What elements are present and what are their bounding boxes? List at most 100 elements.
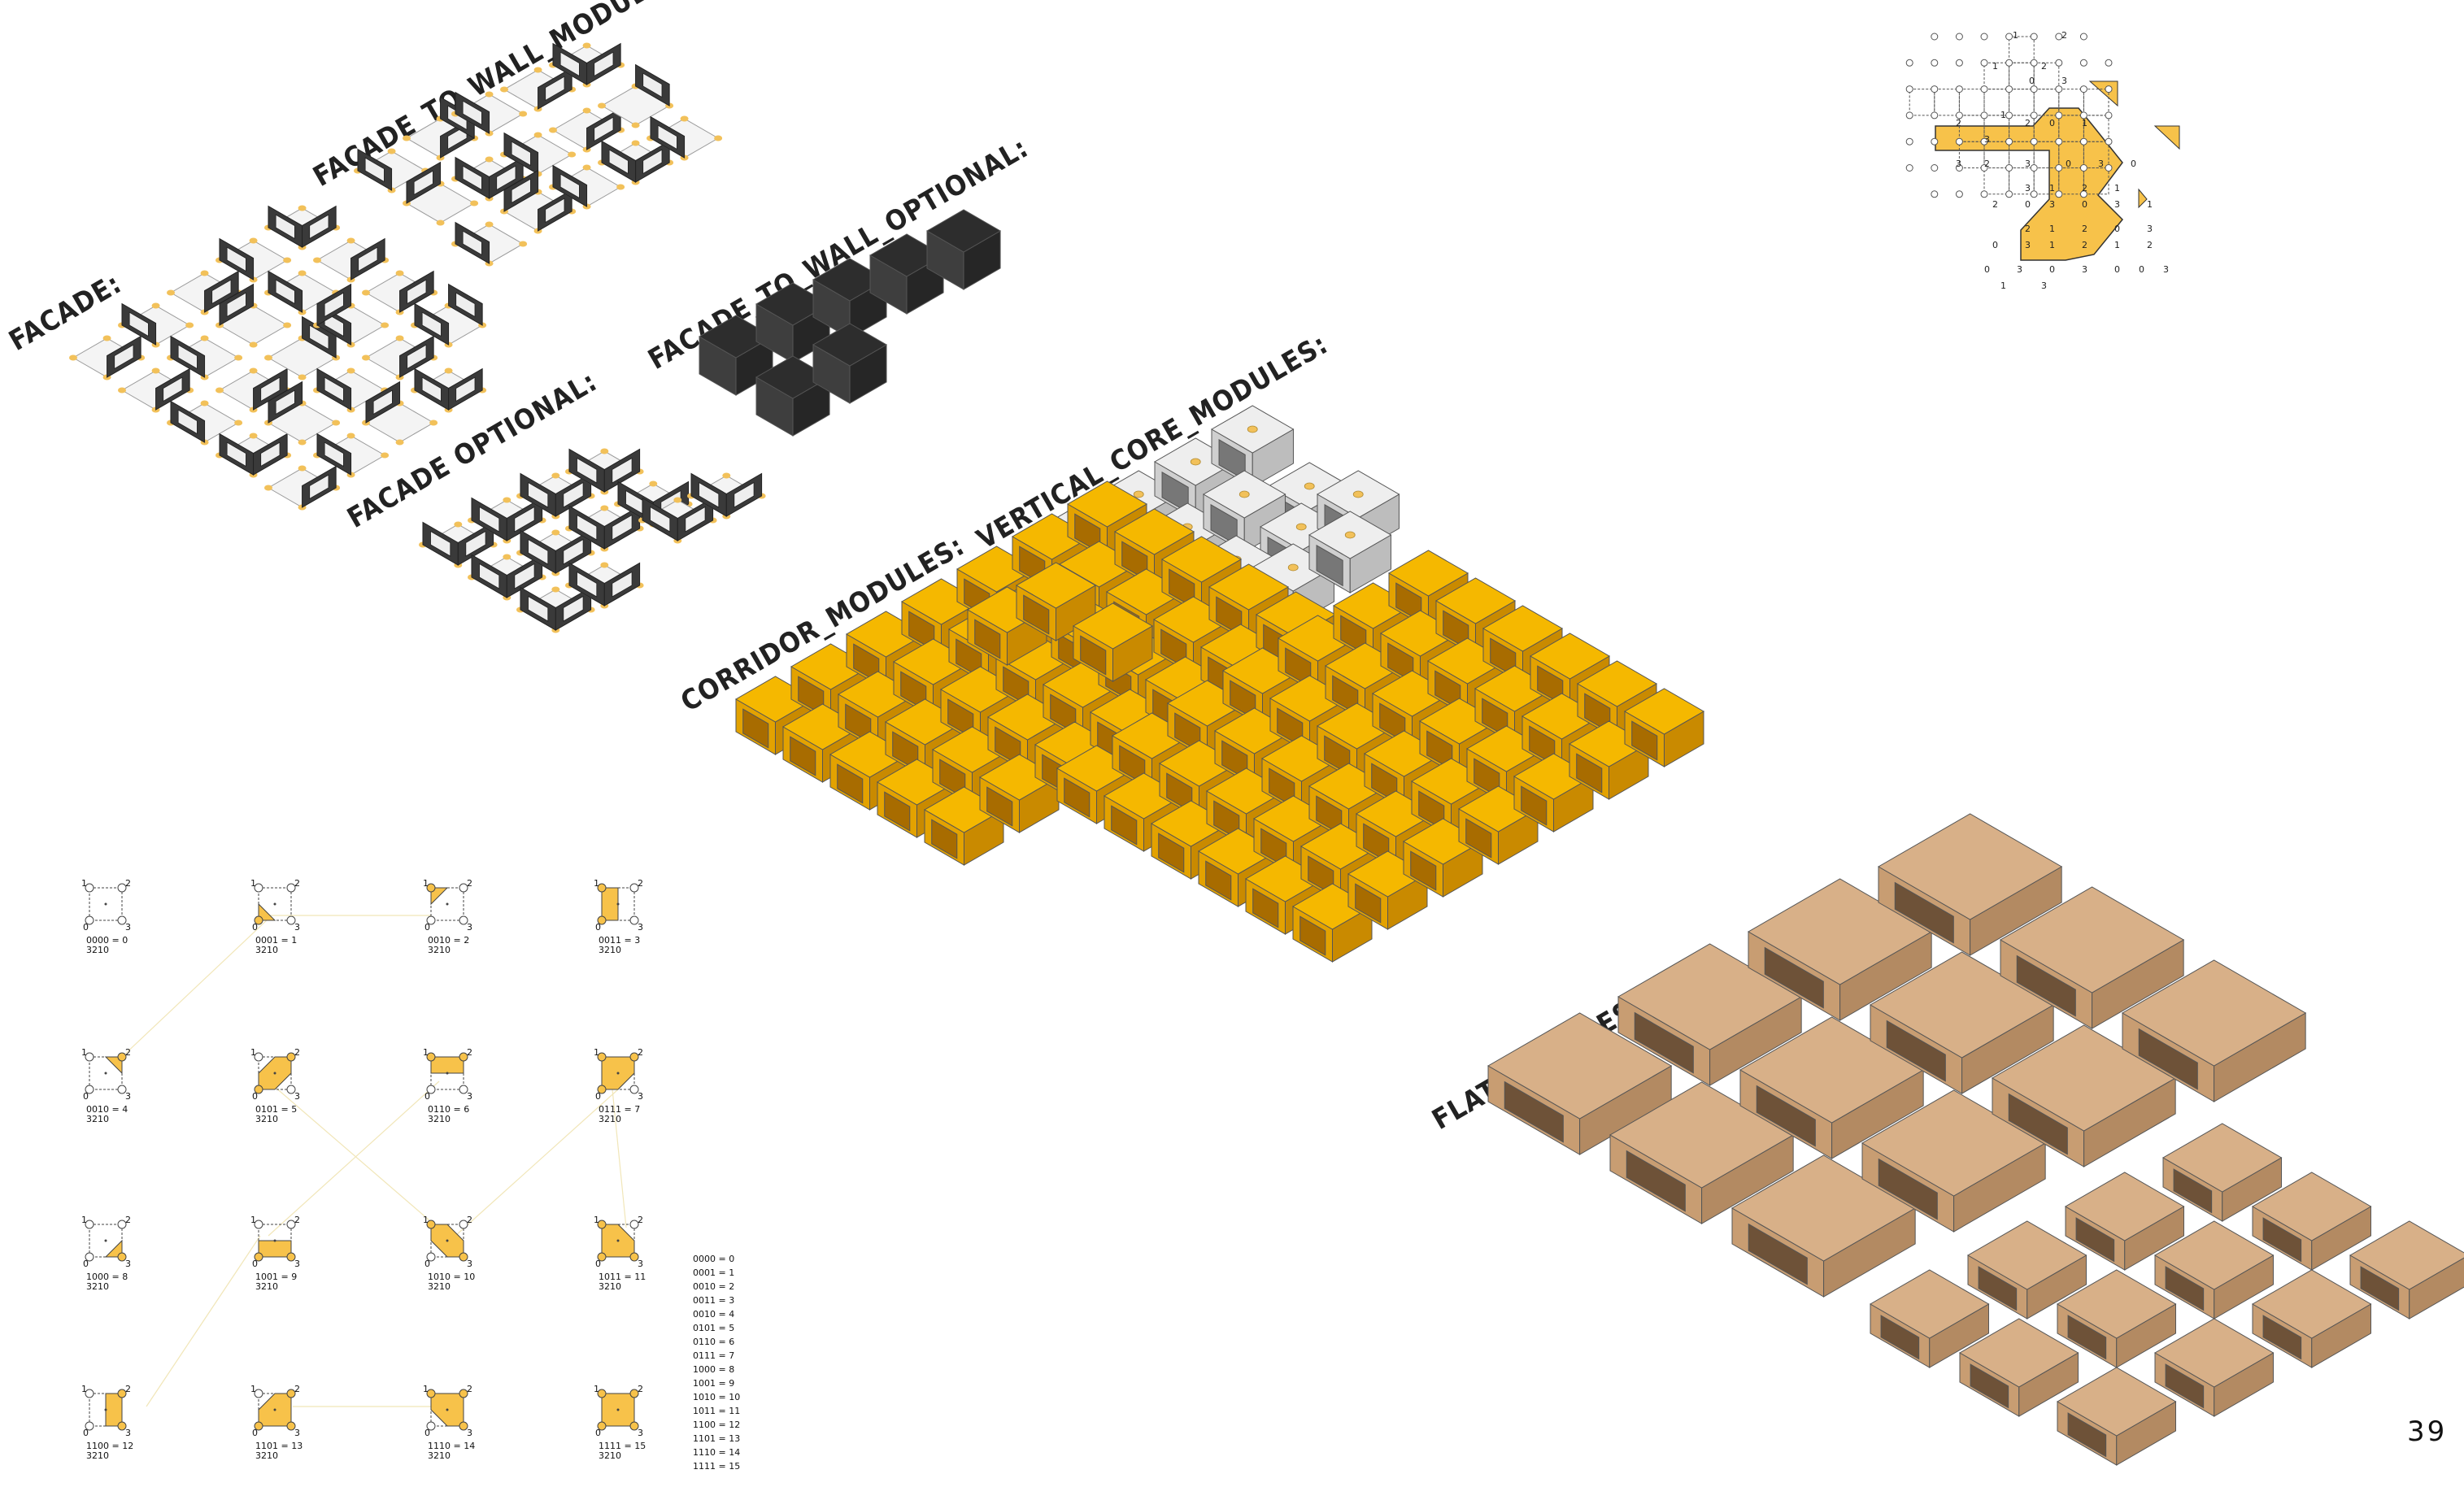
corner-label-0: 0	[424, 922, 430, 933]
corner-label-0: 0	[595, 1428, 601, 1438]
grid-point	[2056, 86, 2062, 93]
corner-dot	[470, 201, 478, 207]
corner-label-2: 2	[638, 1047, 643, 1058]
grid-point	[2105, 138, 2112, 145]
grid-point	[2006, 165, 2013, 172]
corner-dot	[551, 530, 559, 536]
grid-cell	[1909, 89, 1935, 115]
grid-highlight-triangle	[2155, 126, 2179, 149]
corridor-modules	[736, 481, 1704, 962]
grid-label: 0	[1992, 240, 1998, 250]
corner-dot	[362, 355, 370, 361]
facade-modules	[69, 43, 722, 511]
legend-entry: 0010 = 4	[693, 1309, 734, 1320]
corner-dot	[681, 116, 689, 122]
grid-label: 2	[2082, 240, 2087, 250]
tile-center	[274, 1072, 276, 1075]
corner-dot	[201, 271, 209, 276]
connector-line	[122, 919, 268, 1057]
grid-label: 1	[2000, 280, 2006, 291]
corner-dot	[598, 103, 606, 109]
corner-label-1: 1	[81, 878, 87, 889]
grid-label: 2	[2025, 118, 2031, 128]
grid-label: 0	[2131, 159, 2136, 169]
corner-label-1: 1	[423, 1047, 429, 1058]
tile-fill	[259, 1241, 291, 1257]
grid-point	[2006, 191, 2013, 198]
grid-label: 2	[2147, 240, 2153, 250]
tile-center	[446, 903, 449, 906]
grid-label: 0	[2114, 264, 2120, 275]
grid-label: 3	[2025, 159, 2031, 169]
corner-label-0: 0	[252, 1091, 258, 1102]
corner-dot	[485, 92, 494, 98]
tile-center	[617, 1072, 620, 1075]
tile-center	[105, 1240, 107, 1242]
grid-cell	[1959, 89, 1984, 115]
corner-dot	[396, 271, 404, 276]
corner-label-0: 0	[595, 922, 601, 933]
grid-point	[1906, 59, 1913, 66]
corner-dot	[250, 238, 258, 244]
grid-point	[2080, 165, 2087, 172]
grid-label: 0	[2066, 159, 2071, 169]
corner-label-2: 2	[467, 1047, 472, 1058]
corner-label-0: 0	[252, 922, 258, 933]
box-marker	[1345, 532, 1355, 538]
grid-label: 0	[2025, 199, 2031, 210]
corner-dot	[429, 420, 438, 426]
corner-label-2: 2	[294, 1384, 300, 1394]
grid-point	[2056, 112, 2062, 119]
grid-point	[2056, 138, 2062, 145]
corner-dot	[503, 554, 511, 560]
corner-dot	[649, 481, 657, 487]
facade-module	[451, 222, 527, 267]
corner-label-3: 3	[125, 1091, 131, 1102]
tile-14: 01231110 = 143210	[423, 1384, 475, 1461]
grid-point	[1956, 191, 1962, 198]
grid-label: 2	[2082, 224, 2087, 234]
grid-label: 2	[2061, 30, 2067, 41]
tile-order: 3210	[255, 1114, 278, 1124]
legend-entry: 1101 = 13	[693, 1433, 740, 1444]
corner-label-1: 1	[423, 1384, 429, 1394]
corner-dot	[403, 136, 411, 141]
corner-dot	[396, 336, 404, 341]
binary-legend: 0000 = 00001 = 10010 = 20011 = 30010 = 4…	[693, 1254, 740, 1472]
legend-entry: 1110 = 14	[693, 1447, 740, 1458]
corner-dot	[485, 222, 494, 228]
grid-point	[2031, 191, 2037, 198]
grid-label: 3	[1956, 159, 1961, 169]
tile-fill	[602, 888, 618, 920]
grid-point	[1906, 86, 1913, 93]
grid-point	[1981, 112, 1987, 119]
facade-module	[598, 141, 673, 185]
tile-order: 3210	[86, 1450, 109, 1461]
box-marker	[1296, 524, 1306, 530]
tile-3: 01230011 = 33210	[594, 878, 643, 955]
tile-order: 3210	[86, 1114, 109, 1124]
corner-dot	[600, 449, 608, 454]
corner-dot	[600, 506, 608, 511]
corner-dot	[250, 368, 258, 374]
legend-entry: 0000 = 0	[693, 1254, 734, 1264]
corner-label-3: 3	[294, 922, 300, 933]
grid-label: 0	[2049, 118, 2055, 128]
corner-dot	[381, 323, 389, 328]
legend-entry: 1100 = 12	[693, 1420, 740, 1430]
facade-module	[362, 336, 438, 380]
tile-fill	[431, 1057, 464, 1073]
tile-4: 01230010 = 43210	[81, 1047, 131, 1124]
corner-label-2: 2	[294, 878, 300, 889]
corner-dot	[583, 165, 591, 171]
corner-label-2: 2	[294, 1215, 300, 1225]
corner-label-0: 0	[424, 1428, 430, 1438]
corner-label-0: 0	[424, 1259, 430, 1269]
tile-center	[105, 1072, 107, 1075]
tile-grid-diagram: 1212032312013230303121203031212030312120…	[1906, 30, 2179, 291]
grid-point	[1956, 138, 1962, 145]
tile-center	[105, 1409, 107, 1411]
grid-label: 3	[2147, 224, 2153, 234]
